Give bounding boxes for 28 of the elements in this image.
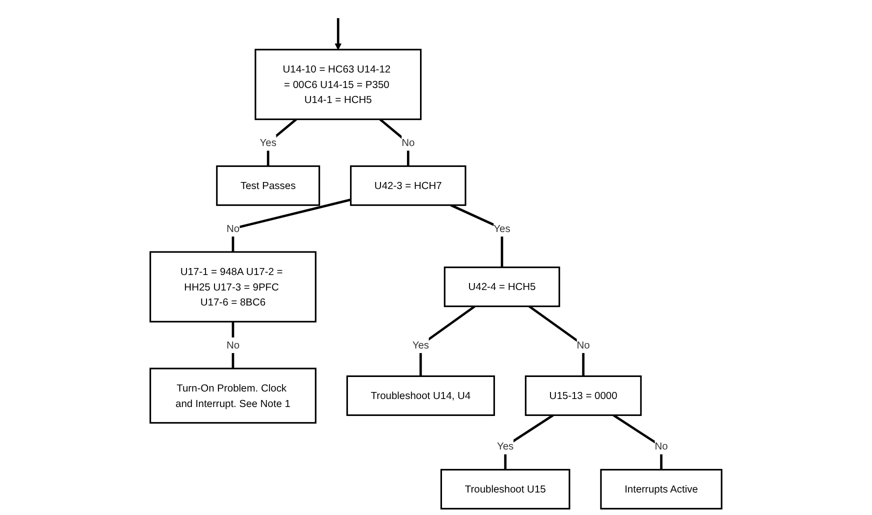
connector bbox=[420, 305, 476, 376]
node-box: U17-1 = 948A U17-2 = HH25 U17-3 = 9PFC U17-6 = 8BC6 bbox=[150, 251, 316, 322]
node-box: Interrupts Active bbox=[600, 468, 722, 510]
connector bbox=[450, 204, 504, 268]
connector bbox=[528, 305, 585, 376]
node-box: Troubleshoot U15 bbox=[440, 468, 570, 510]
edge-label: Yes bbox=[497, 440, 514, 452]
edge-label: No bbox=[576, 338, 590, 351]
edge-label: No bbox=[226, 338, 240, 351]
node-box: Troubleshoot U14, U4 bbox=[346, 375, 496, 416]
edge-label: Yes bbox=[412, 338, 430, 351]
node-box: U15-13 = 0000 bbox=[524, 375, 642, 416]
arrow bbox=[334, 18, 342, 50]
connector bbox=[232, 198, 352, 252]
edge-label: No bbox=[654, 440, 668, 452]
edge-label: Yes bbox=[260, 136, 276, 148]
connector bbox=[612, 414, 662, 470]
connector bbox=[266, 118, 298, 166]
edge-label: No bbox=[226, 222, 240, 234]
node-box: U42-4 = HCH5 bbox=[444, 266, 560, 308]
edge-label: No bbox=[402, 136, 415, 148]
connector bbox=[504, 414, 554, 470]
edge-label: Yes bbox=[494, 222, 510, 234]
node-box: U14-10 = HC63 U14-12 = 00C6 U14-15 = P350 U14-1 = HCH5 bbox=[254, 48, 422, 120]
node-box: Test Passes bbox=[216, 165, 320, 206]
node-box: U42-3 = HCH7 bbox=[350, 165, 466, 206]
connector bbox=[379, 118, 410, 166]
node-box: Turn-On Problem. Clock and Interrupt. See Note 1 bbox=[150, 368, 316, 424]
